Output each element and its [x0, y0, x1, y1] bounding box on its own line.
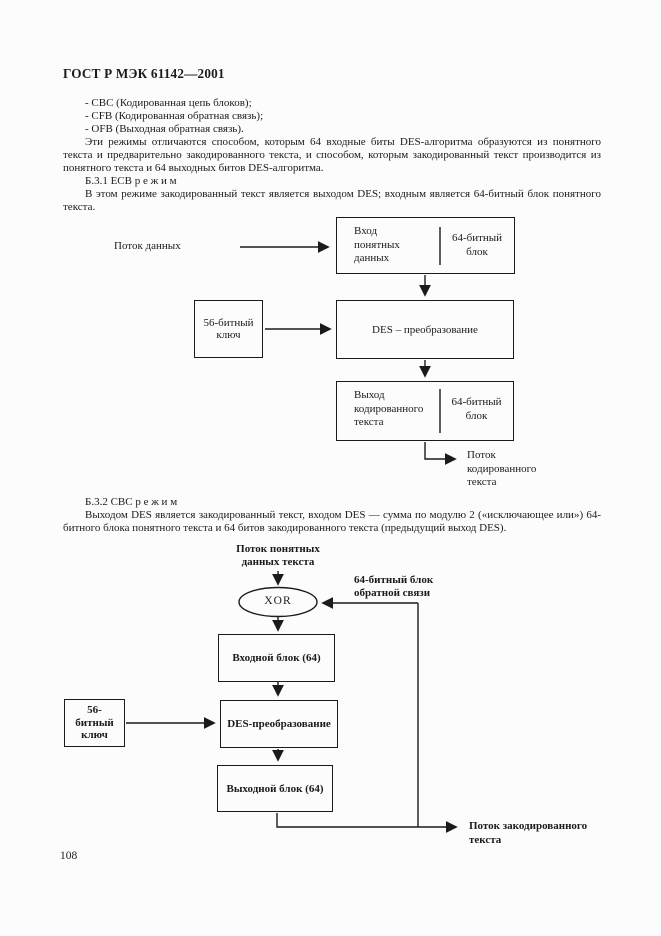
section-b31-text: - СВС (Кодированная цепь блоков); - CFB …: [63, 97, 601, 214]
ecb-stream-out-label: Поток кодированного текста: [467, 449, 537, 488]
ecb-input-right-label: 64-битный блок: [451, 232, 503, 258]
cbc-des-box: DES-преобразование: [220, 700, 338, 748]
cbc-feedback-label: 64-битный блок обратной связи: [354, 574, 434, 599]
mode-list-item-cbc: - СВС (Кодированная цепь блоков);: [85, 97, 252, 109]
mode-list-item-ofb: - OFB (Выходная обратная связь).: [85, 123, 244, 135]
ecb-key-box: 56-битный ключ: [194, 300, 263, 358]
section-b32-text: Б.3.2 СВС р е ж и м Выходом DES является…: [63, 496, 601, 535]
cbc-output-block: Выходной блок (64): [217, 765, 333, 812]
xor-label: XOR: [264, 595, 292, 607]
paragraph-cbc: Выходом DES является закодированный текс…: [63, 509, 601, 534]
cbc-input-block: Входной блок (64): [218, 634, 335, 682]
paragraph-ecb: В этом режиме закодированный текст являе…: [63, 188, 601, 213]
ecb-input-box: Вход понятных данных 64-битный блок: [336, 217, 515, 274]
cbc-stream-out-label: Поток закодированного текста: [469, 820, 588, 846]
ecb-output-left-label: Выход кодированного текста: [354, 389, 424, 428]
ecb-output-right-label: 64-битный блок: [451, 396, 502, 422]
ecb-output-box: Выход кодированного текста 64-битный бло…: [336, 381, 514, 441]
section-heading-b31: Б.3.1 ЕСВ р е ж и м: [85, 175, 177, 187]
cbc-arrow-stream-out: [276, 813, 458, 833]
ecb-stream-in-label: Поток данных: [114, 240, 181, 252]
page-number: 108: [60, 850, 78, 862]
paragraph-modes: Эти режимы отличаются способом, которым …: [63, 136, 601, 174]
ecb-des-box: DES – преобразование: [336, 300, 514, 359]
ecb-input-left-label: Вход понятных данных: [354, 225, 400, 264]
doc-header-title: ГОСТ Р МЭК 61142—2001: [63, 66, 225, 81]
cbc-key-box: 56- битный ключ: [64, 699, 125, 747]
section-heading-b32: Б.3.2 СВС р е ж и м: [85, 496, 178, 508]
cbc-stream-in-label: Поток понятных данных текста: [236, 543, 320, 568]
ecb-arrow-stream-out: [424, 442, 457, 465]
mode-list-item-cfb: - CFB (Кодированная обратная связь);: [85, 110, 264, 122]
